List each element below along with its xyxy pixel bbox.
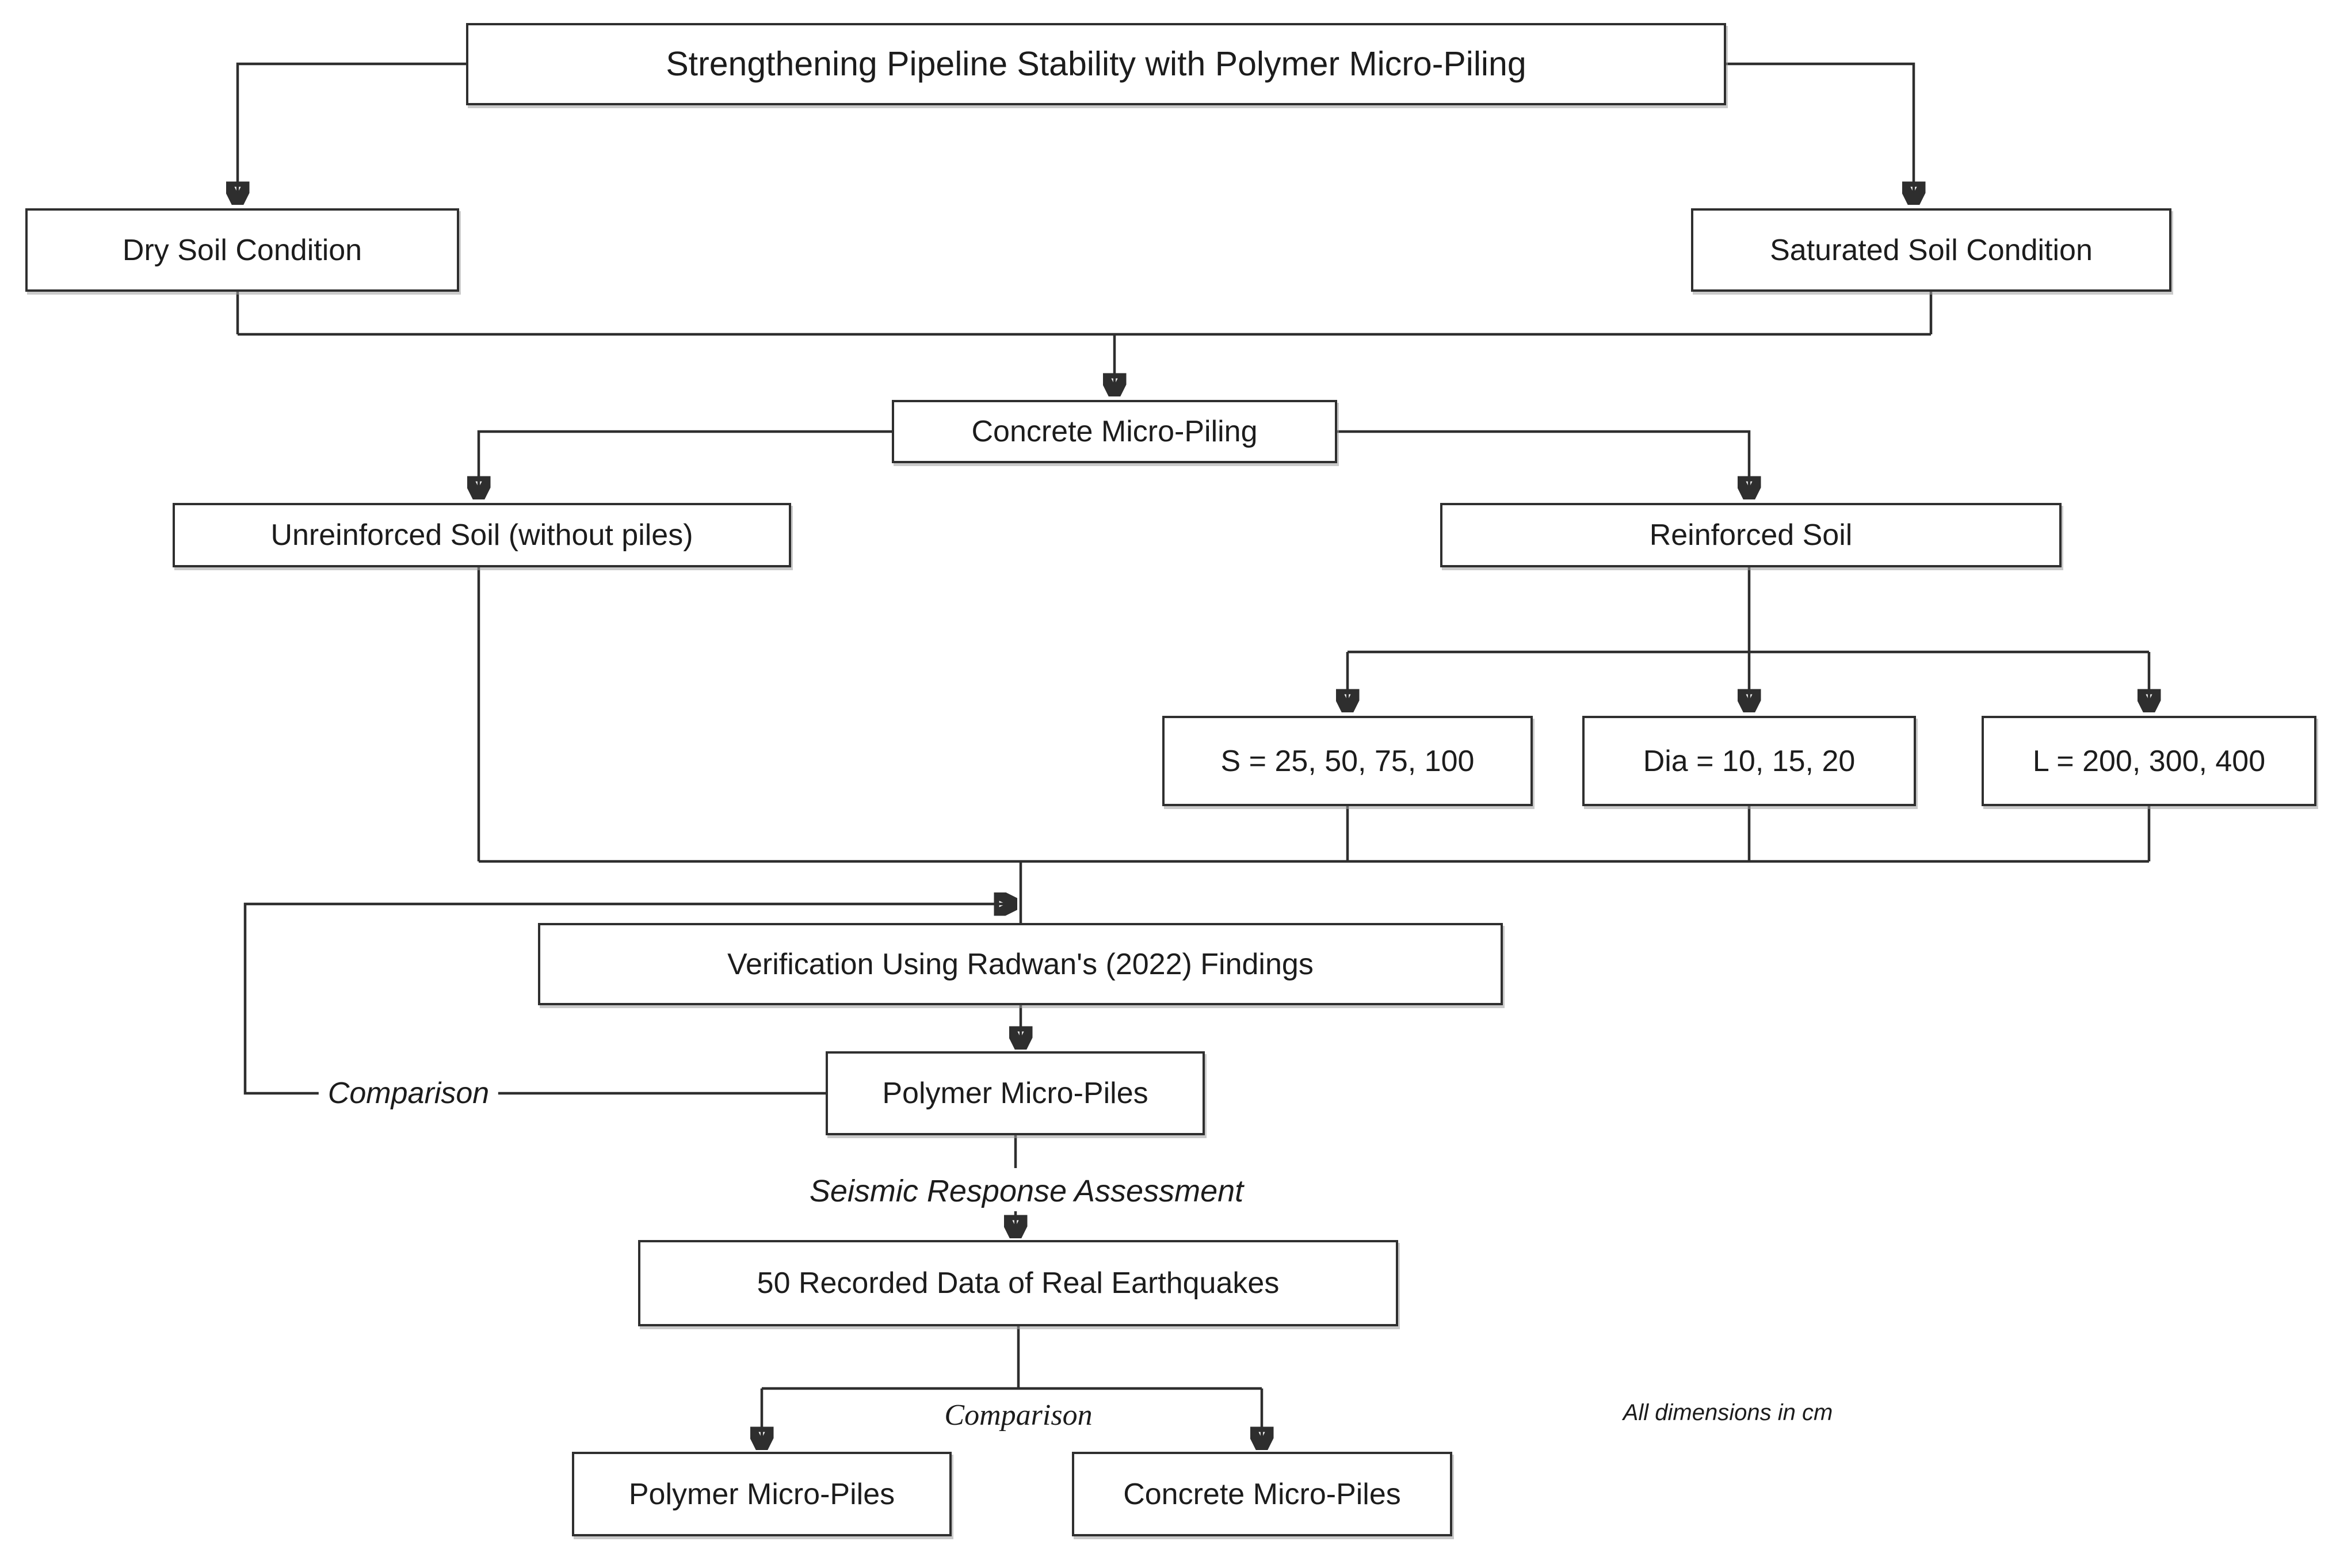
node-polymer-micro-piles: Polymer Micro-Piles — [826, 1051, 1205, 1135]
node-diameter-values: Dia = 10, 15, 20 — [1582, 716, 1916, 806]
label-dimensions-note: All dimensions in cm — [1623, 1400, 1833, 1425]
node-polymer-micro-piles-bottom: Polymer Micro-Piles — [572, 1452, 952, 1536]
connector-title-to-saturated — [1726, 62, 1914, 203]
label-comparison-loop: Comparison — [318, 1076, 499, 1111]
node-length-values: L = 200, 300, 400 — [1982, 716, 2316, 806]
node-unreinforced-soil: Unreinforced Soil (without piles) — [173, 503, 791, 567]
node-verification: Verification Using Radwan's (2022) Findi… — [538, 923, 1503, 1005]
node-earthquake-data: 50 Recorded Data of Real Earthquakes — [638, 1240, 1398, 1326]
label-seismic-assessment: Seismic Response Assessment — [809, 1174, 1244, 1208]
node-reinforced-soil: Reinforced Soil — [1440, 503, 2062, 567]
connector-concrete-to-unreinforced — [479, 430, 892, 497]
connector-comparison-loop — [243, 904, 1015, 1095]
connector-title-to-dry — [238, 62, 466, 203]
node-saturated-soil-condition: Saturated Soil Condition — [1691, 208, 2171, 292]
node-concrete-micro-piling: Concrete Micro-Piling — [892, 400, 1337, 463]
node-spacing-values: S = 25, 50, 75, 100 — [1162, 716, 1533, 806]
node-title: Strengthening Pipeline Stability with Po… — [466, 23, 1726, 105]
node-dry-soil-condition: Dry Soil Condition — [25, 208, 459, 292]
connector-concrete-to-reinforced — [1337, 430, 1749, 497]
label-comparison-bottom: Comparison — [944, 1399, 1093, 1432]
node-concrete-micro-piles-bottom: Concrete Micro-Piles — [1072, 1452, 1452, 1536]
